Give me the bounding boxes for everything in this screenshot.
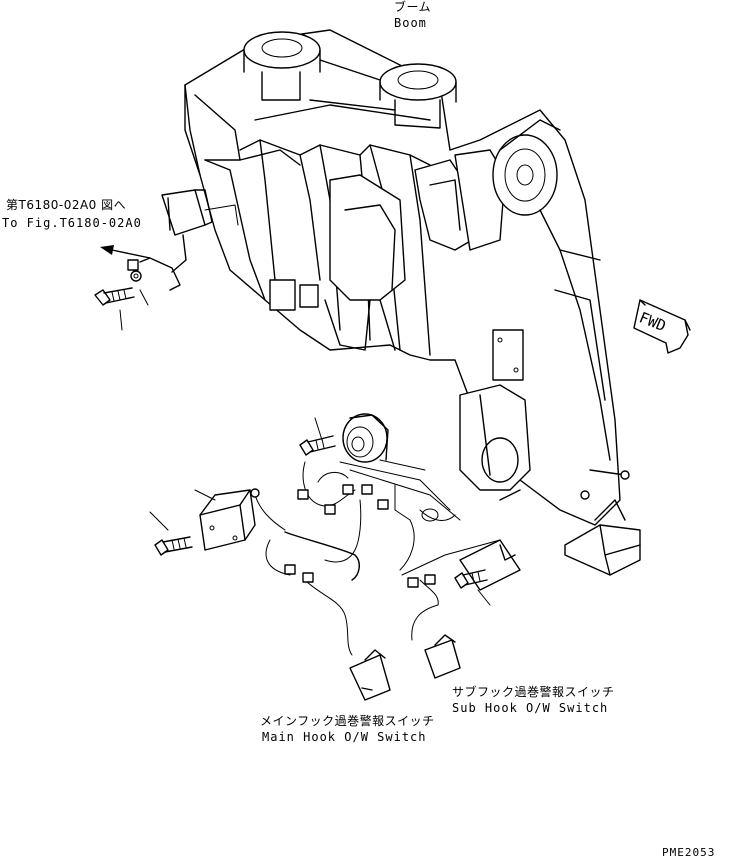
ref-label-ja: 第T6180-02A0 図へ [6,198,127,212]
ref-label-en: To Fig.T6180-02A0 [2,216,142,230]
boom-label-en: Boom [394,16,427,30]
boom-pin-boss-right [379,63,457,101]
work-lamp [161,189,239,273]
connectors [250,484,436,588]
buzzer [342,413,389,463]
main-hook-switch [349,649,391,701]
fwd-arrow: FWD [633,299,691,354]
mounting-plate [492,329,524,381]
bracket-right [454,539,521,606]
boom-pin-boss-left [243,31,321,69]
bolt-upper-left [94,287,149,331]
bolt-buzzer [299,417,336,456]
bolt-cover [149,511,193,556]
drawing-code: PME2053 [662,846,716,859]
main-switch-label-en: Main Hook O/W Switch [262,730,427,744]
boom-label-ja: ブーム [394,0,432,14]
sub-switch-label-ja: サブフック過巻警報スイッチ [452,685,615,699]
lamp-bracket-parts [127,257,181,291]
sub-hook-switch [424,634,461,679]
main-switch-label-ja: メインフック過巻警報スイッチ [260,714,435,728]
wire-harness [254,459,501,656]
boom-foot [564,524,641,576]
switch-cover-box [194,489,256,551]
sub-switch-label-en: Sub Hook O/W Switch [452,701,609,715]
ref-arrow [100,245,151,259]
boom-assembly [184,29,641,576]
sheave [492,134,558,216]
